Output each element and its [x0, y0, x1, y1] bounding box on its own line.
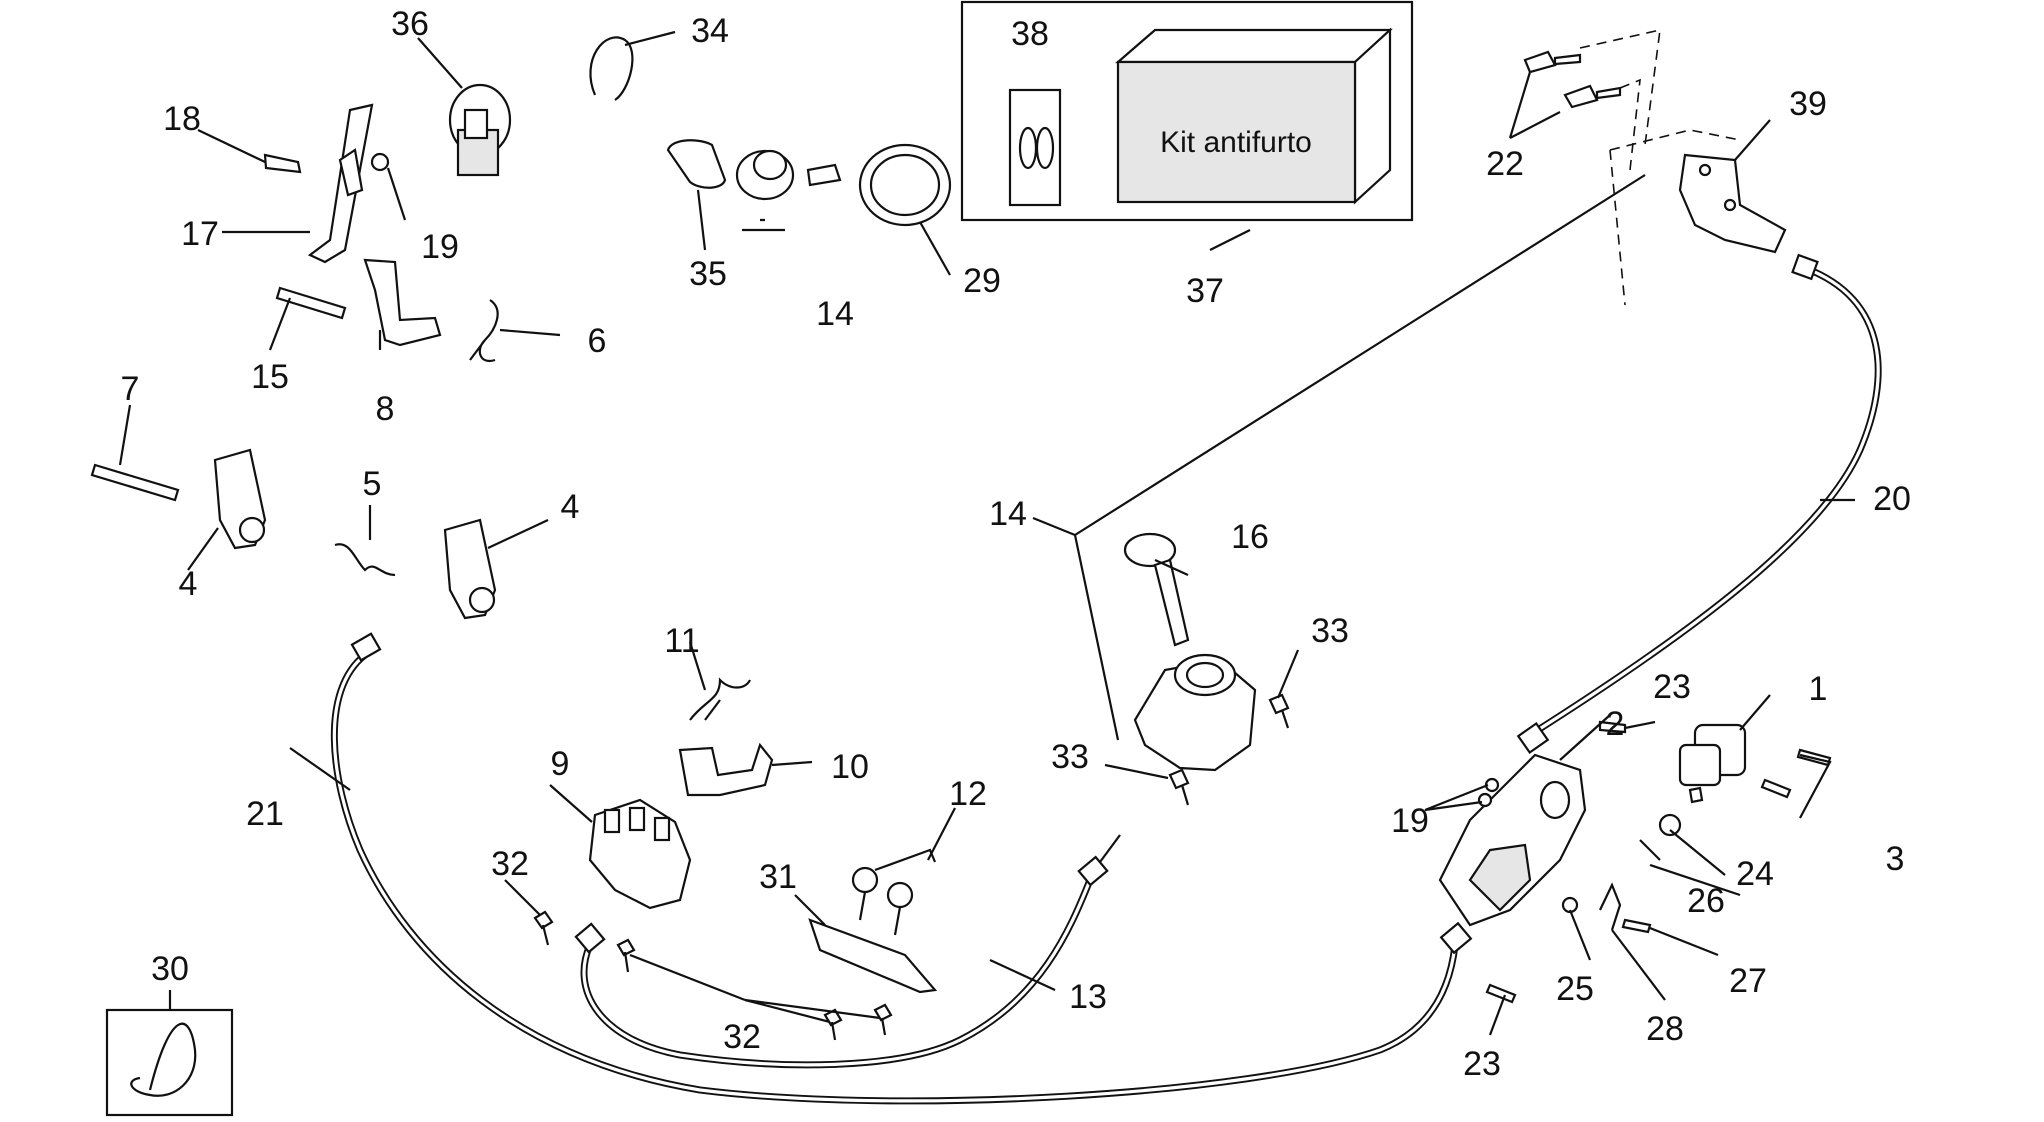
callout-38: 38 [1011, 15, 1049, 53]
callout-19a: 19 [421, 228, 459, 266]
callout-4a: 4 [179, 565, 198, 603]
callout-19b: 19 [1391, 802, 1429, 840]
callout-4b: 4 [561, 488, 580, 526]
sleeve-35 [666, 139, 727, 189]
key-ring-36 [448, 83, 512, 177]
clip-box-30 [105, 1008, 234, 1117]
callout-37: 37 [1186, 272, 1224, 310]
callout-39: 39 [1789, 85, 1827, 123]
callout-1: 1 [1809, 670, 1828, 708]
catch-10 [678, 742, 774, 797]
callout-30: 30 [151, 950, 189, 988]
screws-33 [1168, 693, 1290, 806]
kit-antifurto-label: Kit antifurto [1160, 126, 1312, 159]
ring-29 [858, 143, 952, 227]
callout-8: 8 [376, 390, 395, 428]
callout-26: 26 [1687, 882, 1725, 920]
callout-21: 21 [246, 795, 284, 833]
callout-18: 18 [163, 100, 201, 138]
bracket-8 [363, 258, 442, 347]
callout-6: 6 [588, 322, 607, 360]
latch-39 [1609, 129, 1787, 306]
spring-6 [469, 299, 499, 363]
cable-13 [574, 834, 1121, 1069]
callout-32b: 32 [723, 1018, 761, 1056]
springs-12 [851, 848, 937, 936]
callout-23a: 23 [1653, 668, 1691, 706]
pin-15 [275, 286, 347, 320]
leader-lines [118, 30, 1855, 1036]
rod-7 [90, 463, 180, 502]
callout-31: 31 [759, 858, 797, 896]
callout-7: 7 [121, 370, 140, 408]
cable-20 [1516, 253, 1882, 755]
callout-labels: 1 2 3 4 4 5 6 7 8 9 10 11 12 13 14 14 15… [121, 5, 1911, 1083]
spring-11 [689, 677, 751, 721]
callout-35: 35 [689, 255, 727, 293]
callout-17: 17 [181, 215, 219, 253]
callout-25: 25 [1556, 970, 1594, 1008]
callout-27: 27 [1729, 962, 1767, 1000]
callout-12: 12 [949, 775, 987, 813]
callout-14a: 14 [816, 295, 854, 333]
key-16 [1123, 532, 1190, 647]
callout-32a: 32 [491, 845, 529, 883]
screws-22 [1523, 28, 1661, 171]
callout-2: 2 [1606, 705, 1625, 743]
actuator-1 [1678, 723, 1747, 804]
callout-5: 5 [363, 465, 382, 503]
callout-23b: 23 [1463, 1045, 1501, 1083]
callout-28: 28 [1646, 1010, 1684, 1048]
callout-11: 11 [664, 622, 699, 660]
callout-33a: 33 [1311, 612, 1349, 650]
callout-14b: 14 [989, 495, 1027, 533]
clip-34 [589, 36, 634, 101]
screws-32 [533, 910, 893, 1041]
lock-housing-9 [588, 798, 692, 910]
callout-13: 13 [1069, 978, 1107, 1016]
spring-5 [334, 543, 396, 577]
callout-10: 10 [831, 748, 869, 786]
callout-15: 15 [251, 358, 289, 396]
callout-29: 29 [963, 262, 1001, 300]
bracket-4-right [443, 518, 497, 620]
callout-36: 36 [391, 5, 429, 43]
kit-box-group: Kit antifurto [960, 0, 1414, 222]
bracket-4-left [213, 448, 267, 550]
lever-17 [263, 103, 390, 264]
callout-24: 24 [1736, 855, 1774, 893]
callout-9: 9 [551, 745, 570, 783]
callout-3: 3 [1886, 840, 1905, 878]
callout-20: 20 [1873, 480, 1911, 518]
callout-16: 16 [1231, 518, 1269, 556]
cable-21 [330, 632, 1473, 1105]
lock-cylinder-14 [735, 149, 842, 201]
plate-31 [808, 918, 938, 994]
leader-14-to-39 [1074, 174, 1646, 536]
lock-body-14 [1133, 653, 1257, 772]
callout-22: 22 [1486, 145, 1524, 183]
mechanism-2 [1438, 753, 1587, 927]
callout-34: 34 [691, 12, 729, 50]
callout-33b: 33 [1051, 738, 1089, 776]
